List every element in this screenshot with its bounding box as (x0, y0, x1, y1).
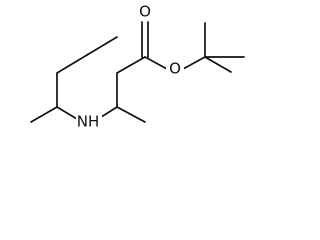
bond-c6-methyl (30, 106, 58, 123)
bond-ring-c6-n (56, 106, 78, 120)
bond-ring-c4-c5 (56, 54, 88, 74)
nitrogen-label-bg (76, 112, 102, 130)
oxygen-ester-label: O (169, 60, 181, 78)
bond-c2-methyl (116, 106, 146, 123)
structure-canvas: O O NH (0, 0, 250, 148)
bond-carbonyl-oxygen-single (144, 56, 168, 70)
bond-ring-c3-c4 (86, 36, 118, 56)
oxygen-carbonyl-label-bg (137, 3, 153, 21)
nitrogen-label: NH (77, 113, 100, 131)
bond-tertbutyl-down (204, 56, 232, 73)
oxygen-ester-label-bg (166, 60, 184, 78)
molecule-structure: O O NH (30, 3, 245, 131)
oxygen-carbonyl-label: O (139, 3, 151, 21)
bond-oxygen-tertbutyl (182, 56, 206, 70)
bond-c3-carbonyl-carbon (116, 56, 146, 74)
